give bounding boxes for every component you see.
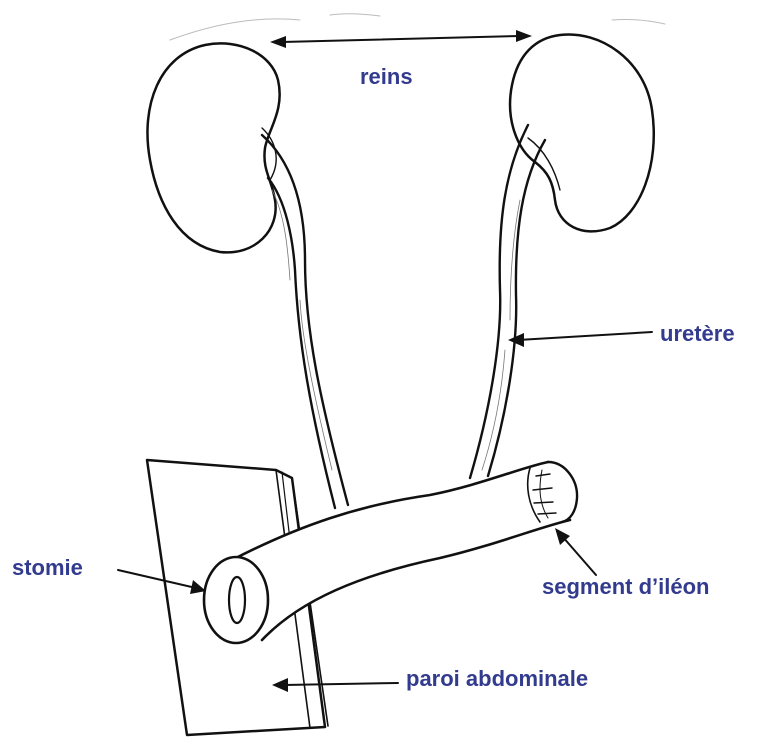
label-stomie: stomie	[12, 557, 83, 579]
right-ureter	[470, 125, 545, 478]
right-kidney	[510, 34, 654, 231]
label-reins: reins	[360, 66, 413, 88]
label-uretere: uretère	[660, 323, 735, 345]
label-paroi-abdominale: paroi abdominale	[406, 668, 588, 690]
sketch-marks	[170, 14, 665, 40]
left-ureter	[262, 135, 348, 508]
reins-double-arrow	[270, 30, 532, 48]
segment-arrow	[555, 528, 596, 575]
uretere-arrow	[508, 332, 652, 347]
stoma	[204, 557, 268, 643]
label-segment-ileon: segment d’iléon	[542, 576, 709, 598]
left-kidney	[147, 43, 279, 252]
